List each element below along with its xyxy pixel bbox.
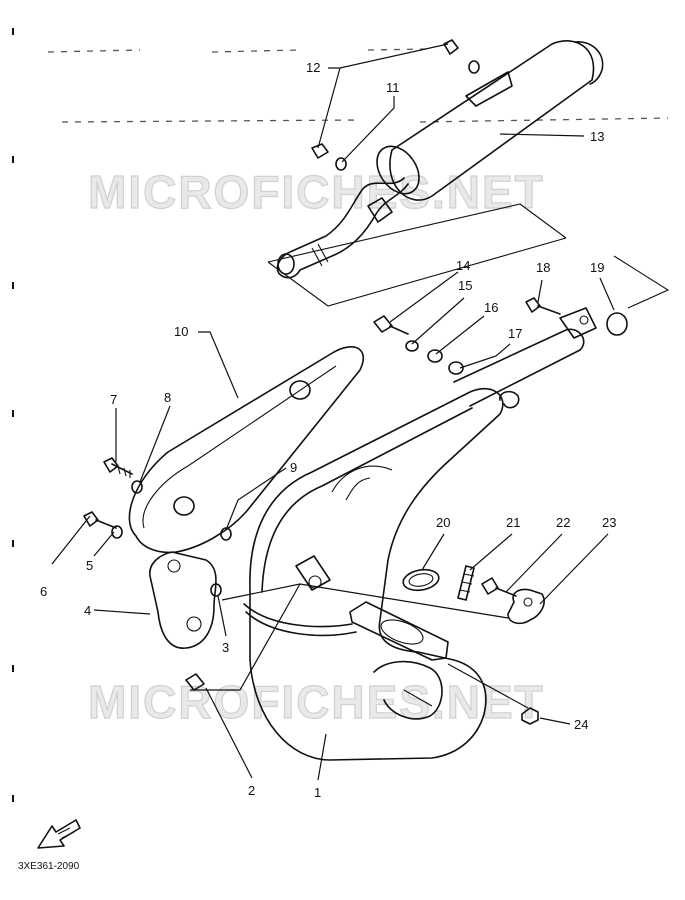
bolts bbox=[83, 39, 561, 691]
callout-22: 22 bbox=[556, 515, 570, 530]
bracket bbox=[149, 551, 217, 649]
mounting-plane bbox=[267, 203, 670, 309]
callout-1: 1 bbox=[314, 785, 321, 800]
heat-guard bbox=[128, 346, 365, 554]
stud bbox=[457, 565, 475, 601]
callout-5: 5 bbox=[86, 558, 93, 573]
callout-labels: 1 2 3 4 5 6 7 8 9 10 11 12 13 14 15 16 1… bbox=[40, 60, 616, 800]
callout-9: 9 bbox=[290, 460, 297, 475]
callout-8: 8 bbox=[164, 390, 171, 405]
callout-17: 17 bbox=[508, 326, 522, 341]
callout-10: 10 bbox=[174, 324, 188, 339]
callout-12: 12 bbox=[306, 60, 320, 75]
callout-23: 23 bbox=[602, 515, 616, 530]
callout-2: 2 bbox=[248, 783, 255, 798]
callout-19: 19 bbox=[590, 260, 604, 275]
callout-7: 7 bbox=[110, 392, 117, 407]
callout-15: 15 bbox=[458, 278, 472, 293]
callout-11: 11 bbox=[386, 80, 400, 95]
nut-24 bbox=[521, 707, 539, 725]
scan-noise bbox=[47, 48, 669, 123]
flange bbox=[349, 601, 449, 661]
leader-lines bbox=[51, 43, 615, 781]
callout-14: 14 bbox=[456, 258, 470, 273]
drawing-code: 3XE361-2090 bbox=[18, 861, 80, 872]
callout-13: 13 bbox=[590, 129, 604, 144]
callout-21: 21 bbox=[506, 515, 520, 530]
callout-6: 6 bbox=[40, 584, 47, 599]
callout-3: 3 bbox=[222, 640, 229, 655]
margin-marks bbox=[12, 28, 14, 802]
gasket bbox=[402, 568, 440, 592]
muffler bbox=[276, 40, 604, 279]
washers bbox=[111, 60, 628, 597]
watermark-bottom: MICROFICHES.NET bbox=[88, 676, 545, 728]
callout-24: 24 bbox=[574, 717, 588, 732]
callout-18: 18 bbox=[536, 260, 550, 275]
callout-20: 20 bbox=[436, 515, 450, 530]
callout-16: 16 bbox=[484, 300, 498, 315]
watermark-top: MICROFICHES.NET bbox=[88, 166, 545, 218]
callout-4: 4 bbox=[84, 603, 91, 618]
front-arrow-icon bbox=[37, 819, 81, 849]
spring-bracket bbox=[507, 588, 545, 625]
